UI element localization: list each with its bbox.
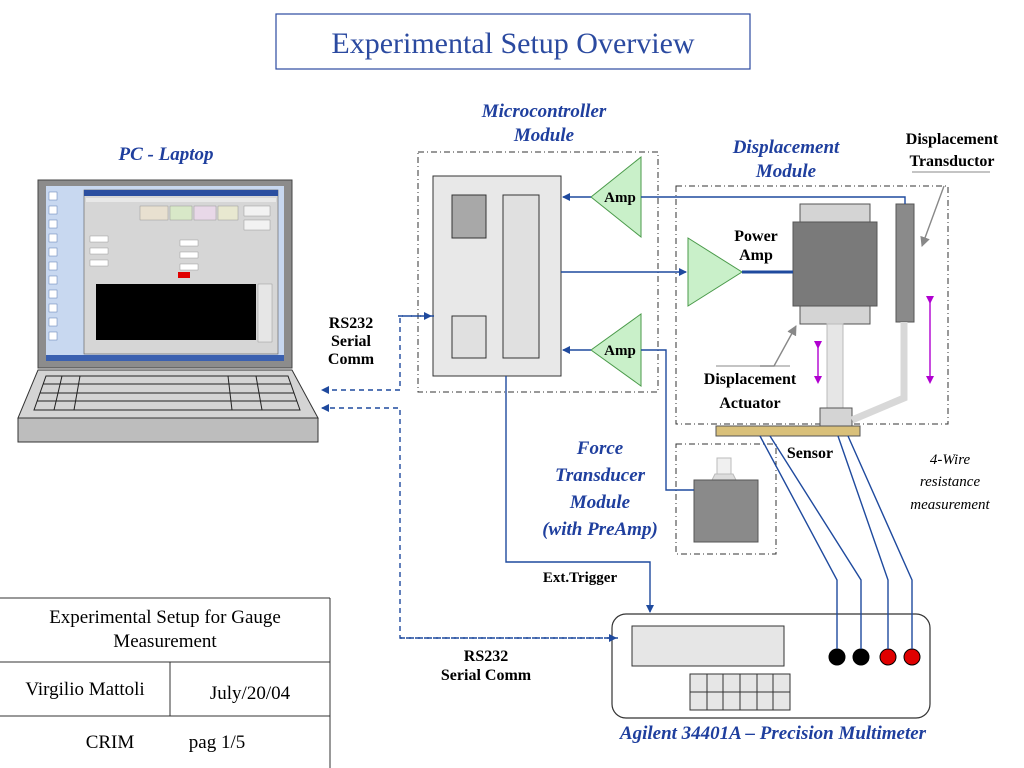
micro-label-1: Microcontroller (481, 101, 607, 122)
info-table-date: July/20/04 (209, 683, 291, 704)
info-table-page: pag 1/5 (188, 732, 246, 753)
actuator-label-1: Displacement (704, 371, 797, 388)
laptop (17, 179, 319, 443)
disp-module-label-1: Displacement (732, 137, 840, 158)
rs232-bottom-label-1: RS232 (464, 648, 508, 665)
force-label-1: Force (576, 438, 624, 459)
multimeter-label: Agilent 34401A – Precision Multimeter (619, 723, 927, 744)
info-table-author: Virgilio Mattoli (25, 679, 145, 700)
rs232-top-label-1: RS232 (329, 315, 373, 332)
multimeter (611, 613, 931, 719)
disp-module-label-2: Module (755, 161, 817, 182)
transductor-label-1: Displacement (906, 131, 999, 148)
four-wire-label-3: measurement (910, 497, 990, 513)
info-table-org: CRIM (85, 732, 135, 753)
motion-arrows (814, 296, 934, 384)
ext-trigger-label: Ext.Trigger (543, 570, 618, 586)
power-amp-label-2: Amp (739, 247, 773, 264)
pc-laptop-label: PC - Laptop (118, 144, 214, 165)
title-box (275, 13, 751, 70)
microcontroller-module (417, 151, 659, 393)
displacement-module (675, 185, 949, 427)
transductor-pointer (920, 185, 945, 247)
actuator-pointer (760, 325, 797, 367)
transductor-label-2: Transductor (909, 153, 994, 170)
rs232-top-label-3: Comm (328, 351, 375, 368)
amp-top-label: Amp (604, 190, 636, 206)
sensor-strip (715, 425, 861, 437)
amp-bottom-label: Amp (604, 343, 636, 359)
four-wire-label-2: resistance (920, 474, 981, 490)
force-label-2: Transducer (555, 465, 646, 486)
rs232-top-label-2: Serial (331, 333, 372, 350)
rs232-links (321, 312, 618, 642)
actuator-label-2: Actuator (719, 395, 780, 412)
sensor-label: Sensor (787, 445, 833, 462)
power-amp-label-1: Power (734, 228, 778, 245)
info-table (0, 597, 331, 768)
force-transducer-module (675, 443, 777, 555)
wiring (505, 193, 913, 649)
four-wire-label-1: 4-Wire (930, 452, 971, 468)
micro-label-2: Module (513, 125, 575, 146)
force-label-3: Module (569, 492, 631, 513)
page-title: Experimental Setup Overview (331, 27, 695, 60)
rs232-bottom-label-2: Serial Comm (441, 667, 532, 684)
info-table-title: Experimental Setup for Gauge Measurement (49, 607, 281, 652)
force-label-4: (with PreAmp) (542, 519, 658, 540)
